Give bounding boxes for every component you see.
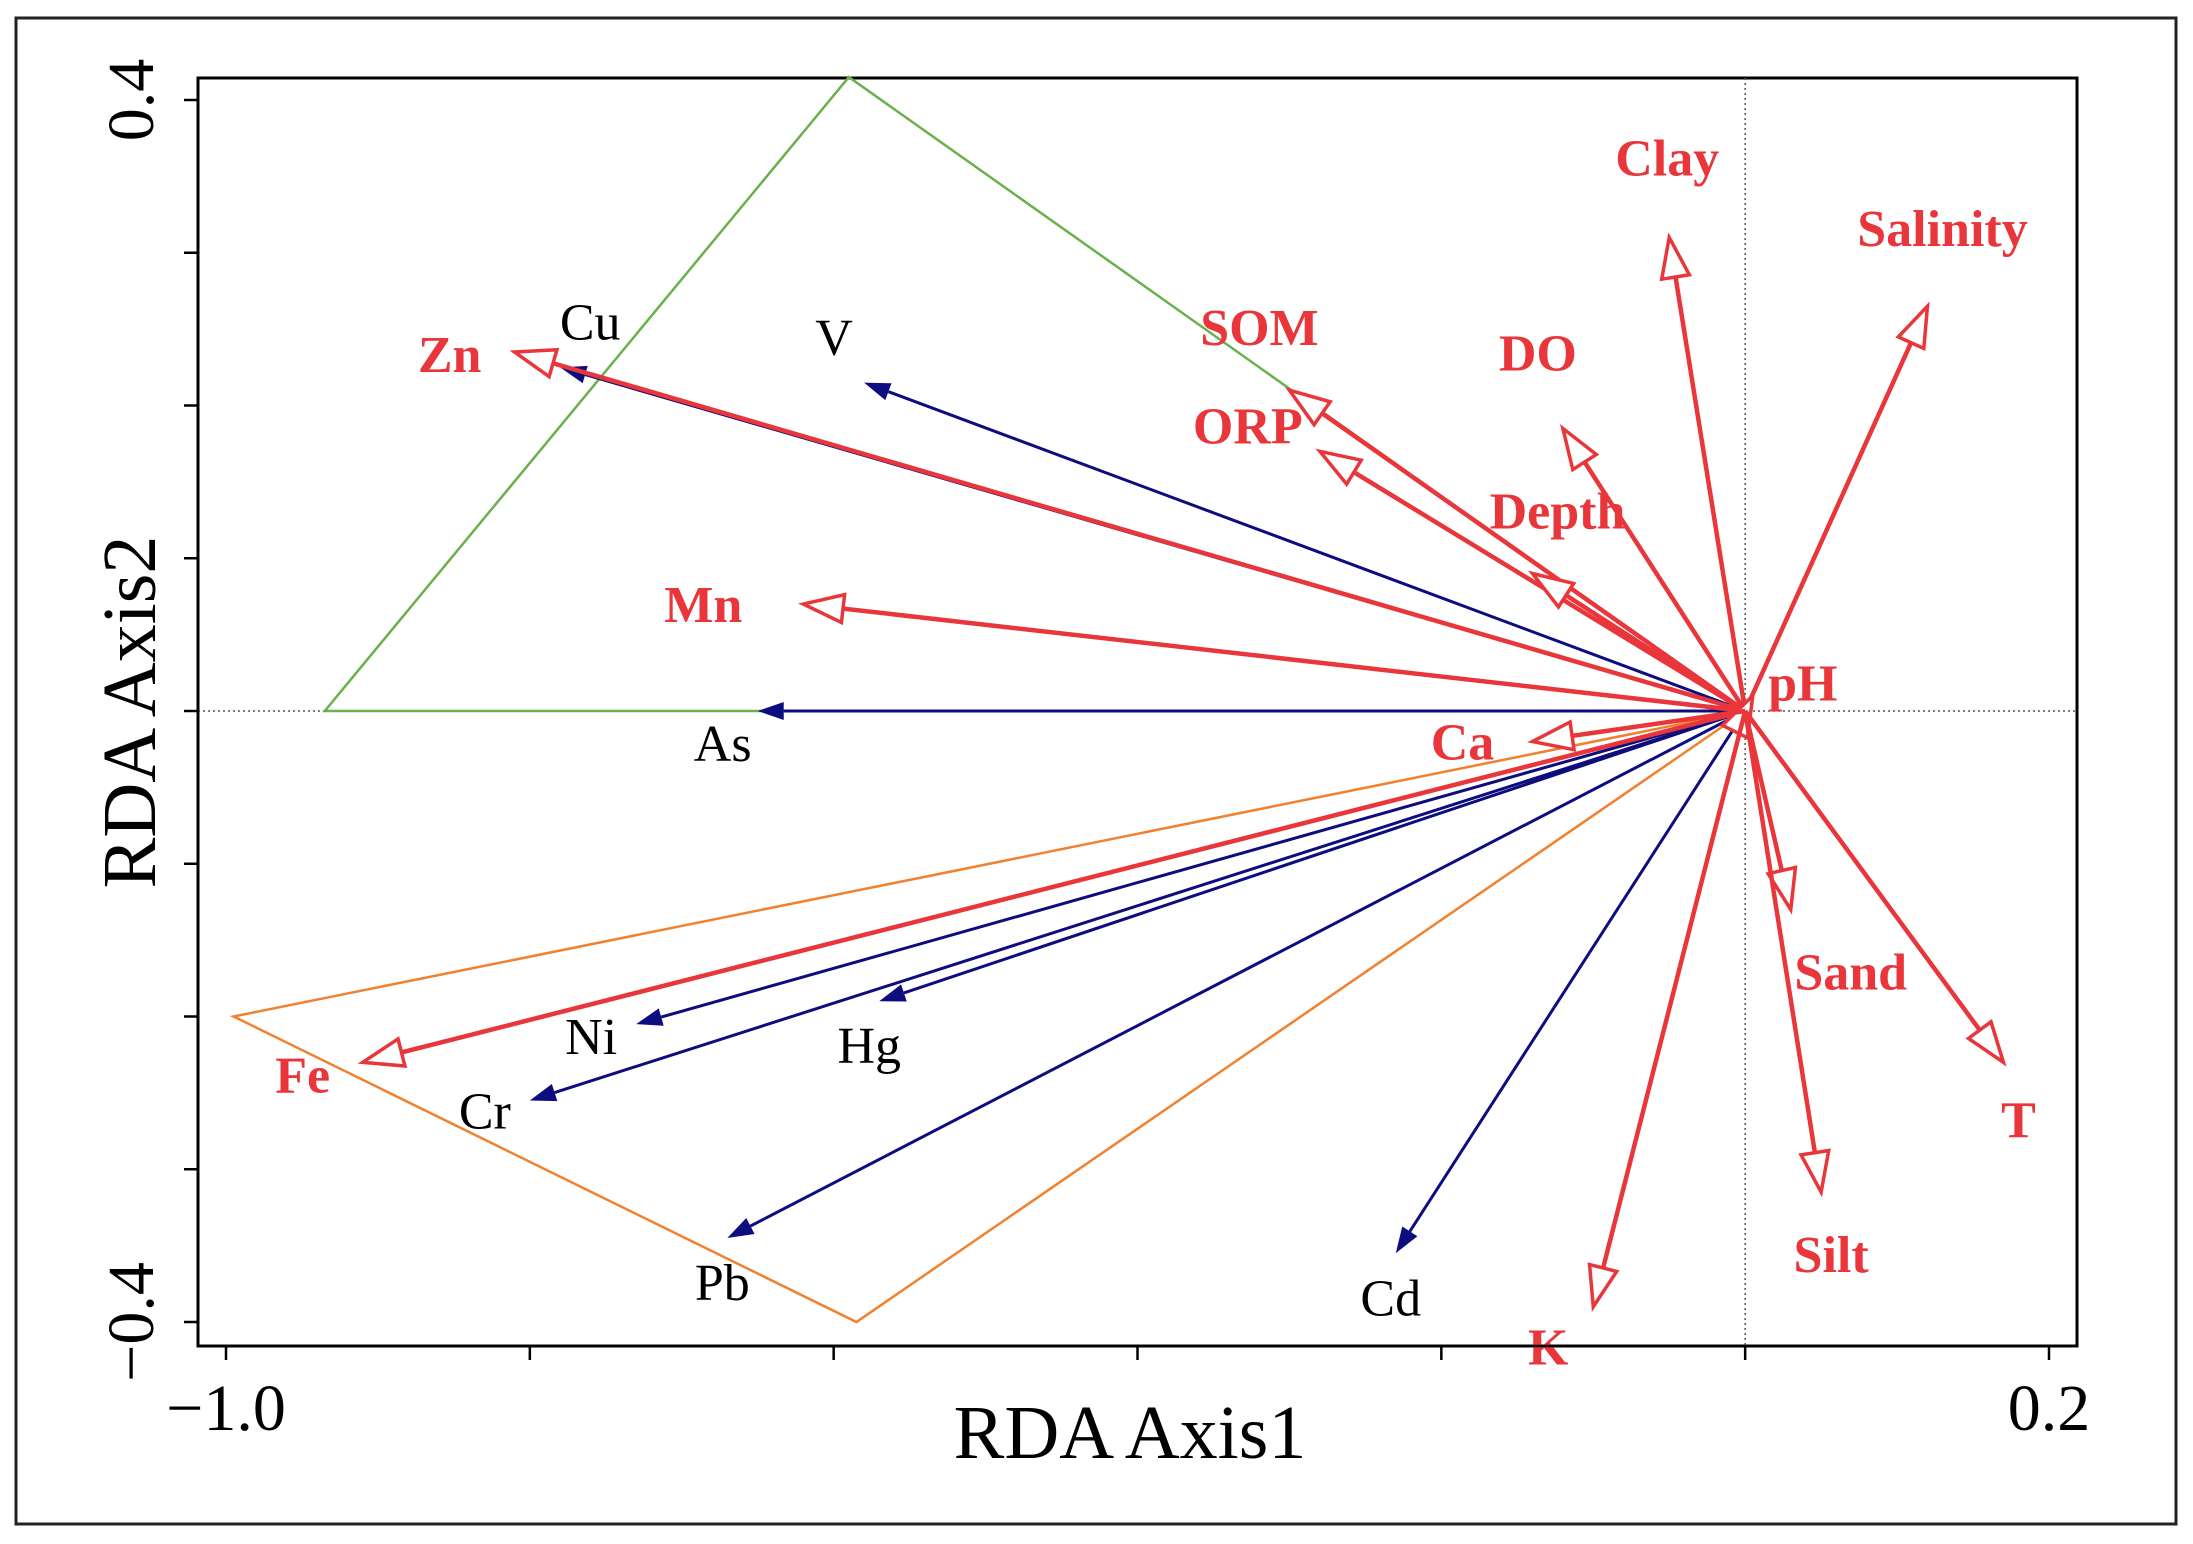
env-arrow-clay <box>1673 276 1748 712</box>
y-tick-label: 0.4 <box>95 59 168 142</box>
species-arrow-cd <box>1408 710 1747 1233</box>
env-label-som: SOM <box>1200 300 1318 357</box>
species-arrowhead-cr <box>529 1084 558 1102</box>
species-arrow-pb <box>749 709 1746 1228</box>
env-label-fe: Fe <box>275 1047 330 1104</box>
env-arrowhead-salinity <box>1895 301 1930 352</box>
env-label-ph: pH <box>1768 656 1837 713</box>
env-label-ca: Ca <box>1431 715 1495 772</box>
species-arrow-cr <box>554 709 1746 1095</box>
env-arrow-t <box>1743 709 1982 1032</box>
x-tick-label: 0.2 <box>2008 1372 2091 1445</box>
env-arrow-zn <box>552 361 1746 714</box>
env-label-t: T <box>2001 1092 2036 1149</box>
env-arrowhead-som <box>1285 387 1334 428</box>
zero-lines <box>198 78 2077 1346</box>
env-label-silt: Silt <box>1794 1227 1870 1284</box>
env-arrow-fe <box>400 708 1746 1055</box>
species-arrow-v <box>887 390 1746 713</box>
species-arrowhead-hg <box>879 984 907 1002</box>
species-arrowhead-v <box>864 382 892 401</box>
env-arrowhead-do <box>1559 423 1600 473</box>
env-arrow-silt <box>1742 710 1818 1154</box>
env-arrowhead-orp <box>1315 448 1365 488</box>
env-arrowhead-t <box>1965 1018 2007 1067</box>
env-label-mn: Mn <box>664 577 742 634</box>
env-label-depth: Depth <box>1490 484 1626 541</box>
env-label-zn: Zn <box>418 327 482 384</box>
env-arrowhead-zn <box>509 347 560 380</box>
group-polygon-2 <box>229 709 1746 1324</box>
env-label-do: DO <box>1499 325 1577 382</box>
env-arrowhead-k <box>1587 1262 1620 1312</box>
x-axis-title: RDA Axis1 <box>954 1391 1307 1475</box>
axes: −1.0 0.2 0.4 −0.4 <box>95 59 2090 1445</box>
species-label-cd: Cd <box>1360 1270 1421 1327</box>
env-arrowhead-sand <box>1765 865 1798 915</box>
env-label-clay: Clay <box>1615 130 1719 187</box>
y-tick-label: −0.4 <box>95 1262 168 1382</box>
species-arrowhead-as <box>757 702 784 720</box>
species-label-cr: Cr <box>459 1084 511 1141</box>
group-polygon-1 <box>322 75 1750 713</box>
species-label-v: V <box>815 310 853 367</box>
env-arrow-do <box>1582 460 1748 713</box>
species-arrowhead-ni <box>636 1008 664 1026</box>
env-arrow-salinity <box>1743 341 1914 712</box>
species-label-pb: Pb <box>695 1255 750 1312</box>
env-label-sand: Sand <box>1794 945 1907 1002</box>
species-arrowhead-pb <box>727 1218 755 1238</box>
env-arrow-depth <box>1564 593 1747 713</box>
env-label-orp: ORP <box>1193 398 1303 455</box>
env-arrow-mn <box>842 606 1746 714</box>
env-arrowhead-fe <box>357 1036 408 1069</box>
x-tick-label: −1.0 <box>166 1372 286 1445</box>
species-arrow-hg <box>903 709 1746 995</box>
env-arrowhead-depth <box>1528 570 1577 611</box>
species-label-as: As <box>694 716 752 773</box>
species-label-ni: Ni <box>565 1009 617 1066</box>
env-arrow-k <box>1600 710 1748 1269</box>
env-arrowhead-silt <box>1798 1148 1831 1198</box>
env-arrowhead-ca <box>1527 719 1577 752</box>
y-axis-title: RDA Axis2 <box>88 536 172 889</box>
figure-frame <box>14 16 2178 1526</box>
env-arrow-ca <box>1571 708 1746 739</box>
species-label-hg: Hg <box>837 1018 901 1075</box>
env-label-salinity: Salinity <box>1857 201 2028 258</box>
species-arrow-ni <box>660 709 1746 1019</box>
env-arrowhead-clay <box>1659 232 1693 282</box>
species-arrowhead-cd <box>1395 1226 1418 1254</box>
environment-arrows <box>357 232 2007 1312</box>
env-arrow-som <box>1320 411 1747 713</box>
env-arrowhead-mn <box>798 592 847 626</box>
env-label-k: K <box>1528 1320 1569 1377</box>
species-label-cu: Cu <box>560 294 621 351</box>
